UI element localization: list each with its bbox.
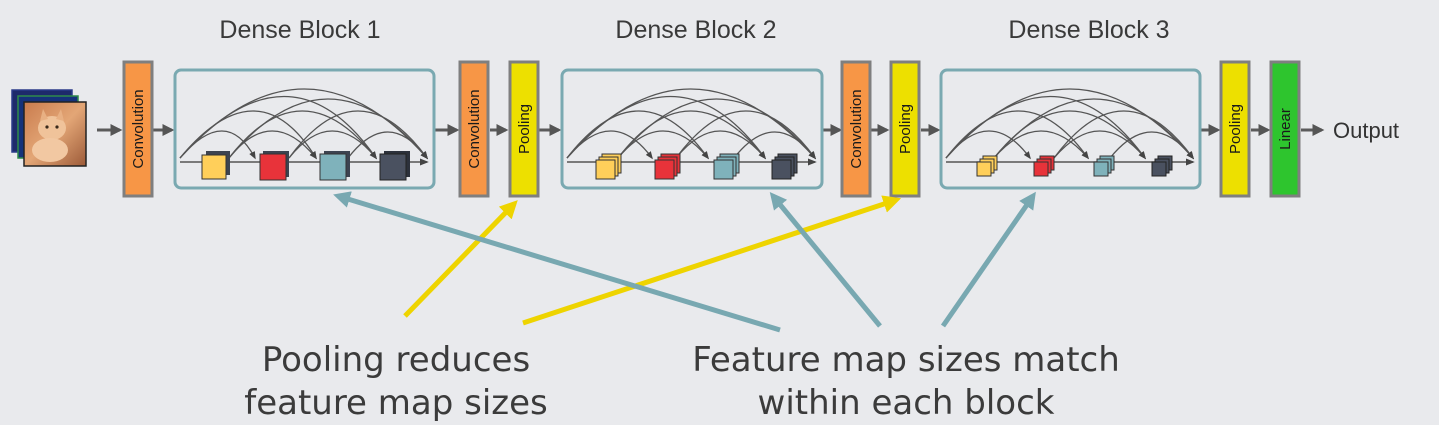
teal-arrow-block-2 [769, 192, 882, 328]
input-image-icon [11, 89, 87, 167]
feature-map-red [654, 153, 681, 180]
feature-map-red [1033, 155, 1055, 177]
feature-map-yellow [976, 155, 998, 177]
feature-caption-line-1: Feature map sizes match [692, 340, 1120, 380]
pooling-layer-3-label: Pooling [1227, 104, 1244, 154]
pooling-caption-line-1: Pooling reduces [262, 340, 530, 380]
pooling-layer-1-label: Pooling [516, 104, 533, 154]
dense-block-3-title: Dense Block 3 [1008, 16, 1169, 44]
teal-arrow-block-1 [333, 191, 781, 333]
feature-map-yellow [201, 151, 230, 180]
conv-layer-2-label: Convolution [466, 89, 483, 168]
feature-map-red [259, 151, 289, 181]
conv-layer-2: Convolution [458, 60, 490, 198]
dense-block-3-skip-arcs [945, 88, 1195, 166]
linear-layer: Linear [1269, 60, 1301, 198]
dense-block-2-title: Dense Block 2 [615, 16, 776, 44]
yellow-arrow-pooling-2 [522, 195, 902, 326]
pooling-caption-line-2: feature map sizes [244, 383, 548, 423]
feature-map-teal [713, 153, 740, 180]
dense-block-1-title: Dense Block 1 [219, 16, 380, 44]
conv-layer-1: Convolution [122, 60, 154, 198]
dense-block-3-feature-maps [976, 155, 1173, 177]
feature-map-teal [1093, 155, 1115, 177]
pooling-layer-2: Pooling [889, 60, 921, 198]
linear-layer-label: Linear [1277, 108, 1294, 150]
teal-arrow-block-3 [940, 191, 1036, 328]
pooling-layer-1: Pooling [508, 60, 540, 198]
feature-map-teal [319, 151, 350, 181]
yellow-arrow-pooling-1 [403, 200, 518, 318]
conv-layer-1-label: Convolution [130, 89, 147, 168]
dense-block-2-feature-maps [595, 153, 798, 180]
feature-map-yellow [595, 153, 622, 180]
conv-layer-3: Convolution [840, 60, 872, 198]
dense-block-1 [173, 68, 436, 190]
dense-block-2 [560, 68, 824, 190]
feature-caption-line-2: within each block [758, 383, 1055, 423]
feature-map-dark [1151, 155, 1173, 177]
output-label: Output [1333, 118, 1399, 143]
feature-map-dark [771, 153, 798, 180]
annotation-arrows [333, 191, 1036, 333]
pooling-layer-2-label: Pooling [897, 104, 914, 154]
conv-layer-3-label: Convolution [848, 89, 865, 168]
feature-map-dark [379, 151, 410, 181]
pooling-layer-3: Pooling [1219, 60, 1251, 198]
dense-block-3 [939, 68, 1202, 190]
dense-block-2-skip-arcs [566, 88, 817, 166]
dense-block-1-feature-maps [201, 151, 410, 181]
